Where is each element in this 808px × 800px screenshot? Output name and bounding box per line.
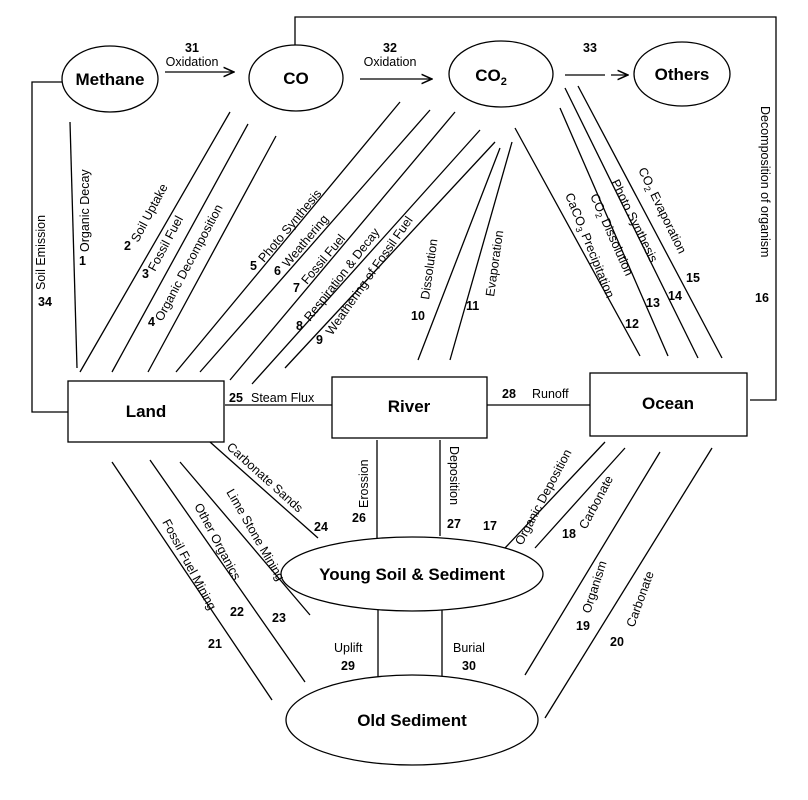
edge-22	[149, 459, 306, 683]
flux-6-number: 6	[274, 264, 281, 278]
flux-4-number: 4	[148, 315, 155, 329]
flux-23-number: 23	[272, 611, 286, 625]
node-river: River	[331, 376, 488, 439]
flux-22-number: 22	[230, 605, 244, 619]
flux-13-number: 13	[646, 296, 660, 310]
flux-18-number: 18	[562, 527, 576, 541]
flux-34-label: Soil Emission	[34, 215, 48, 290]
flux-18-label: Carbonate	[576, 473, 616, 531]
edge-methane-land-34	[31, 81, 68, 413]
edge-20	[544, 447, 713, 719]
node-co-label: CO	[283, 69, 309, 88]
flux-11-number: 11	[466, 299, 479, 313]
flux-15-number: 15	[686, 271, 700, 285]
flux-7-number: 7	[293, 281, 300, 295]
flux-32-label: Oxidation	[364, 55, 417, 69]
flux-33-number: 33	[583, 41, 597, 55]
flux-10-number: 10	[411, 309, 425, 323]
node-others: Others	[633, 41, 731, 107]
edge-15	[577, 85, 723, 359]
edge-8	[251, 129, 481, 385]
flux-34-number: 34	[38, 295, 52, 309]
flux-28-number: 28	[502, 387, 516, 401]
flux-26-label: Erossion	[357, 459, 371, 508]
flux-29-label: Uplift	[334, 641, 363, 655]
flux-1-label: Organic Decay	[78, 169, 92, 252]
edge-18	[534, 447, 626, 549]
node-ocean: Ocean	[589, 372, 748, 437]
flux-19-label: Organism	[580, 559, 610, 615]
edge-23	[179, 461, 311, 616]
flux-24-number: 24	[314, 520, 328, 534]
flux-17-number: 17	[483, 519, 497, 533]
flux-9-number: 9	[316, 333, 323, 347]
flux-8-number: 8	[296, 319, 303, 333]
node-methane: Methane	[61, 45, 159, 113]
flux-26-number: 26	[352, 511, 366, 525]
flux-16-number: 16	[755, 291, 769, 305]
edge-21	[111, 461, 273, 701]
flux-2-number: 2	[124, 239, 131, 253]
node-old-sediment-label: Old Sediment	[357, 711, 467, 730]
edge-12	[514, 127, 641, 357]
flux-29-number: 29	[341, 659, 355, 673]
node-others-label: Others	[655, 65, 710, 84]
edge-co-ocean-16	[294, 16, 777, 401]
edge-17	[504, 441, 606, 549]
node-co: CO	[248, 44, 344, 112]
flux-27-label: Deposition	[447, 446, 461, 505]
node-land-label: Land	[126, 402, 167, 421]
flux-14-number: 14	[668, 289, 682, 303]
node-young-soil: Young Soil & Sediment	[280, 536, 544, 612]
node-ocean-label: Ocean	[642, 394, 694, 413]
flux-11-label: Evaporation	[483, 229, 506, 297]
flux-32-number: 32	[383, 41, 397, 55]
node-methane-label: Methane	[76, 70, 145, 89]
edge-9	[284, 141, 496, 369]
node-co2: CO2	[448, 40, 554, 108]
flux-16-label: Decomposition of organism	[758, 106, 772, 257]
edge-24	[209, 441, 319, 539]
node-young-soil-label: Young Soil & Sediment	[319, 565, 505, 584]
flux-3-number: 3	[142, 267, 149, 281]
flux-20-label: Carbonate	[624, 569, 657, 629]
edge-1	[69, 121, 78, 369]
flux-28-label: Runoff	[532, 387, 569, 401]
edge-6	[199, 109, 431, 373]
flux-27-number: 27	[447, 517, 461, 531]
flux-30-number: 30	[462, 659, 476, 673]
flux-20-number: 20	[610, 635, 624, 649]
edge-5	[175, 101, 401, 373]
edge-14	[564, 87, 699, 359]
flux-10-label: Dissolution	[418, 238, 440, 301]
edge-10	[417, 147, 501, 361]
edge-2	[79, 111, 231, 373]
flux-1-number: 1	[79, 254, 86, 268]
node-co2-label: CO2	[475, 66, 507, 88]
edge-11	[449, 141, 513, 361]
flux-19-number: 19	[576, 619, 590, 633]
node-river-label: River	[388, 397, 431, 416]
edge-19	[524, 451, 661, 676]
flux-30-label: Burial	[453, 641, 485, 655]
flux-5-number: 5	[250, 259, 257, 273]
node-old-sediment: Old Sediment	[285, 674, 539, 766]
flux-12-number: 12	[625, 317, 639, 331]
flux-25-label: Steam Flux	[251, 391, 315, 405]
flux-12-label: CaCO3 Precipitation	[560, 191, 617, 301]
flux-31-number: 31	[185, 41, 199, 55]
edge-13	[559, 107, 669, 357]
flux-31-label: Oxidation	[166, 55, 219, 69]
edge-3	[111, 123, 249, 373]
edge-4	[147, 135, 277, 373]
flux-21-number: 21	[208, 637, 222, 651]
flux-25-number: 25	[229, 391, 243, 405]
node-land: Land	[67, 380, 225, 443]
edge-7	[229, 111, 456, 381]
